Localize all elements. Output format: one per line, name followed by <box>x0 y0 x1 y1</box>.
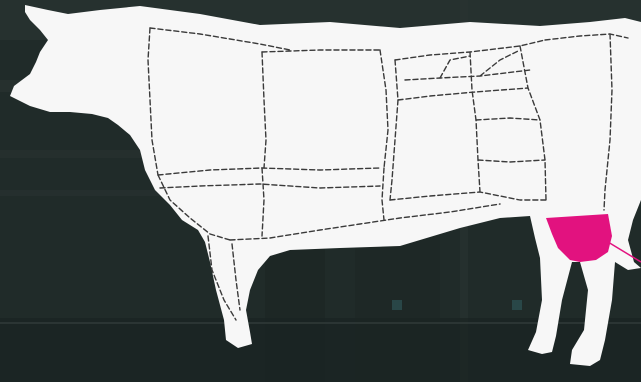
cow-body <box>10 5 641 366</box>
